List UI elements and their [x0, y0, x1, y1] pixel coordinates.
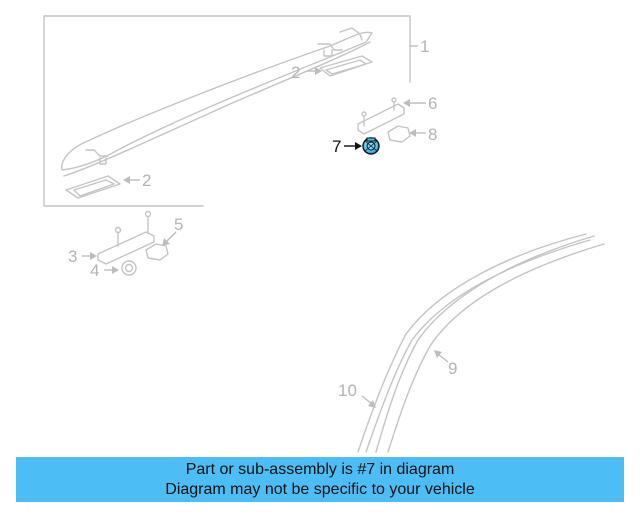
rail-bracket-lower [97, 210, 155, 265]
callout-10: 10 [338, 381, 357, 400]
callout-2-lower: 2 [142, 171, 151, 190]
leader-8 [409, 129, 426, 137]
callout-6: 6 [428, 94, 437, 113]
banner-line-part: Part or sub-assembly is #7 in diagram [185, 460, 455, 478]
leader-7 [344, 142, 362, 150]
rail-bracket-upper [357, 97, 405, 135]
clip-part-4 [121, 260, 137, 276]
clip-part-7[interactable] [362, 137, 380, 155]
callout-7[interactable]: 7 [332, 137, 341, 156]
leader-5 [162, 231, 177, 246]
seal-upper [387, 125, 411, 143]
info-banner: Part or sub-assembly is #7 in diagram Di… [16, 457, 624, 502]
leader-4 [104, 266, 119, 274]
callout-5: 5 [174, 215, 183, 234]
roof-molding-9 [375, 235, 605, 453]
roof-rail-bar [61, 27, 373, 177]
leader-10 [361, 395, 376, 408]
callout-3: 3 [68, 247, 77, 266]
seal-lower [145, 243, 169, 261]
roof-molding-10 [357, 233, 591, 453]
callout-9: 9 [448, 359, 457, 378]
leader-3 [82, 252, 97, 260]
roof-rack-assembly-box [43, 15, 411, 207]
callout-1: 1 [420, 37, 429, 56]
leader-2-lower [123, 176, 140, 184]
banner-line-disclaimer: Diagram may not be specific to your vehi… [165, 480, 475, 498]
callout-4: 4 [90, 261, 99, 280]
callout-2-upper: 2 [291, 63, 300, 82]
callout-8: 8 [428, 125, 437, 144]
leader-2-upper [307, 67, 322, 75]
leader-9 [434, 350, 449, 363]
rail-pad-upper [319, 55, 373, 77]
leader-6 [403, 99, 426, 107]
rail-pad-lower [65, 175, 121, 199]
